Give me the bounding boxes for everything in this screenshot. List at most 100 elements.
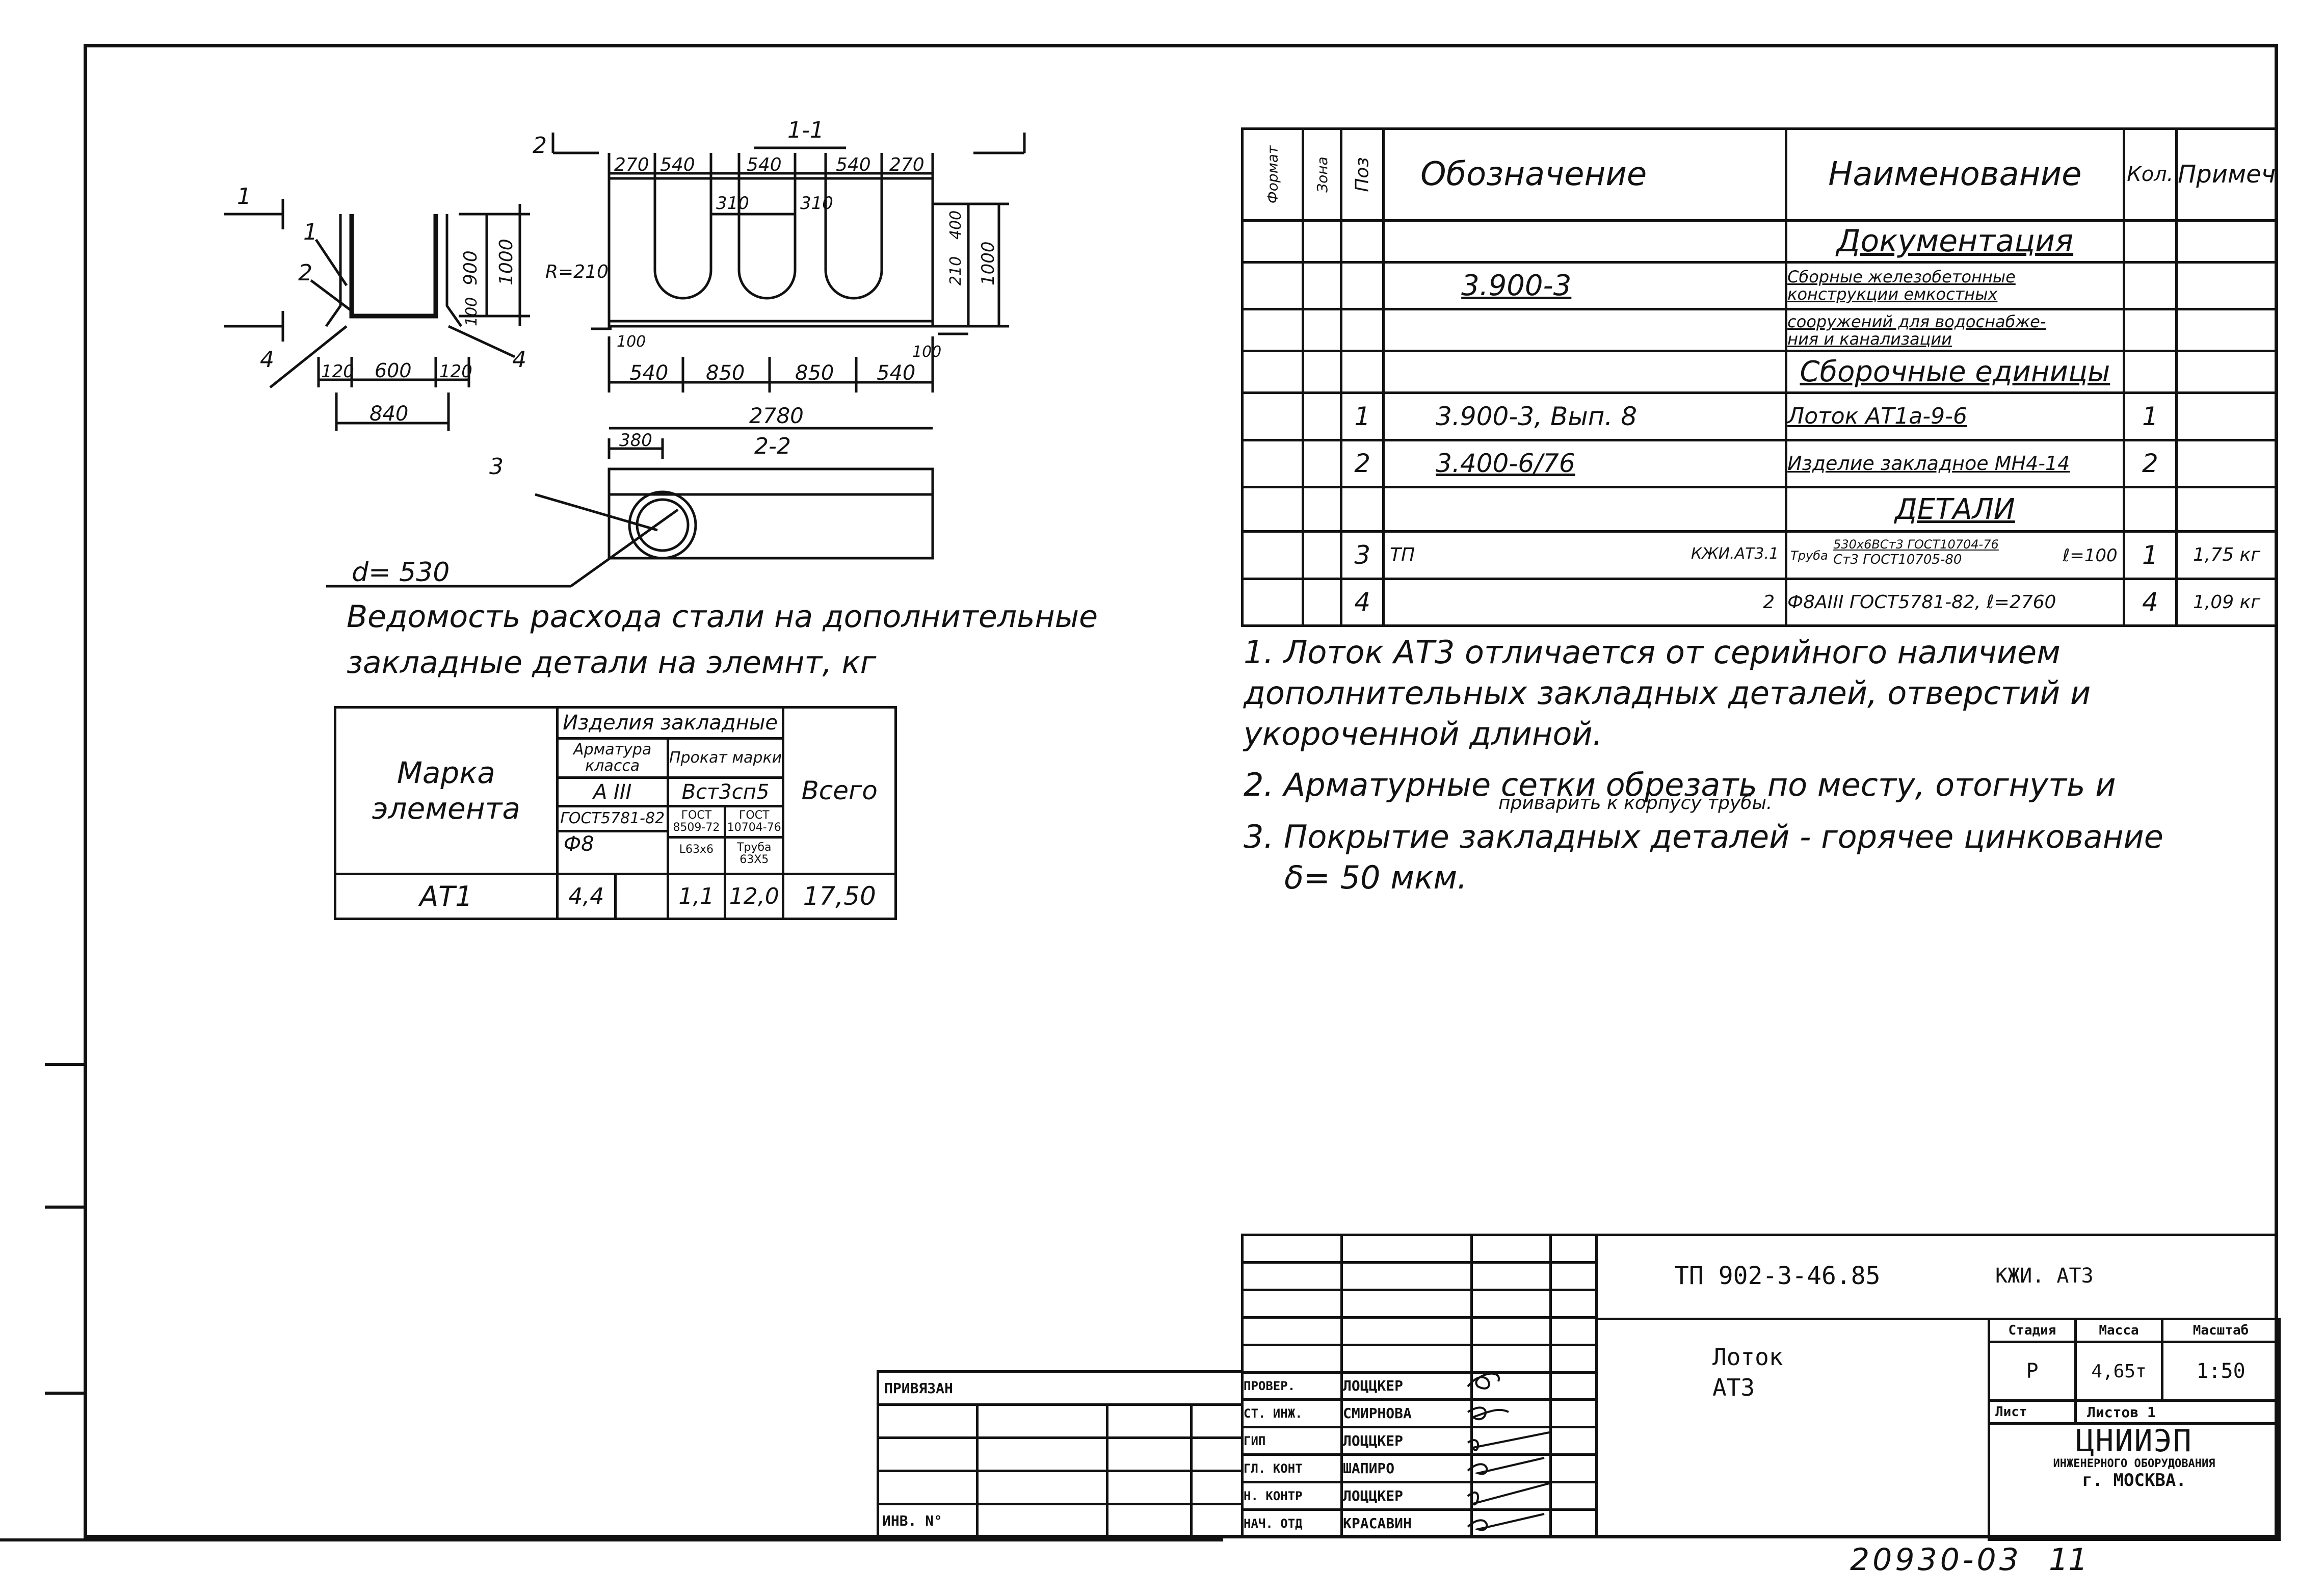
- detail-qty: 4: [2122, 577, 2178, 627]
- section-details: ДЕТАЛИ: [1785, 485, 2125, 533]
- diam-value: Ф8: [563, 832, 594, 856]
- dim-120a: 120: [321, 361, 354, 382]
- dim-bottom-540b: 540: [877, 361, 915, 385]
- margin-mark: [45, 1206, 84, 1209]
- group-header: Изделия закладные: [556, 706, 785, 740]
- bottom-edge-line: [0, 1538, 1223, 1541]
- pos-2-label: 2: [298, 260, 312, 286]
- scale-header: Масштаб: [2161, 1318, 2281, 1343]
- signatures: [1467, 1372, 1550, 1531]
- gost-armatura: ГОСТ5781-82: [558, 807, 667, 833]
- detail-name-main: Труба: [1790, 548, 1828, 563]
- detail-pos: 3: [1340, 530, 1385, 580]
- notes: 1. Лоток АТ3 отличается от серийного нал…: [1244, 632, 2163, 898]
- cut-mark-2: 2: [533, 133, 547, 159]
- steel-table-title-line2: закладные детали на элемнт, кг: [347, 645, 877, 681]
- role-checker: ПРОВЕР.: [1241, 1371, 1343, 1401]
- dim-bottom-850b: 850: [795, 361, 834, 385]
- note-2-line1: 2. Арматурные сетки обрезать по месту, о…: [1244, 766, 2116, 803]
- role-chief-control: ГЛ. КОНТ: [1241, 1453, 1343, 1484]
- note-1-line1: 1. Лоток АТ3 отличается от серийного нал…: [1244, 634, 2061, 671]
- row-value-2: [614, 872, 669, 921]
- pos-4-left: 4: [260, 347, 274, 373]
- docs-name-line3: сооружений для водоснабже-: [1787, 311, 2046, 331]
- detail-designation-right: 2: [1382, 577, 1788, 627]
- note-1-line2: дополнительных закладных деталей, отверс…: [1244, 674, 2091, 712]
- detail-designation-right: КЖИ.АТ3.1: [1691, 545, 1779, 563]
- archive-number: 20930-03: [1850, 1542, 2022, 1578]
- note-3-line2: δ= 50 мкм.: [1284, 859, 1467, 896]
- dim-top-540a: 540: [660, 154, 695, 175]
- detail-name: Ф8АIII ГОСТ5781-82, ℓ=2760: [1785, 577, 2125, 627]
- dim-100-left: 100: [617, 333, 646, 351]
- detail-name-top: 530х6ВСт3 ГОСТ10704-76: [1833, 537, 1999, 552]
- row-value-3: 1,1: [666, 872, 727, 921]
- detail-row: 4 2 Ф8АIII ГОСТ5781-82, ℓ=2760 4 1,09 кг: [1241, 577, 2278, 627]
- diameter-label: d= 530: [352, 557, 450, 588]
- dim-380: 380: [619, 430, 652, 451]
- docs-name-line2: конструкции емкостных: [1787, 284, 1998, 304]
- binding-block: ПРИВЯЗАН ИНВ. N°: [877, 1370, 1244, 1538]
- role-gip: ГИП: [1241, 1426, 1343, 1456]
- dim-2780: 2780: [749, 403, 804, 428]
- dim-840: 840: [369, 402, 408, 426]
- section-2-2-label: 2-2: [754, 433, 791, 459]
- main-title-block: ТП 902-3-46.85 КЖИ. АТ3 Лоток АТ3 Стадия…: [1595, 1234, 2281, 1541]
- row-note: [2175, 438, 2278, 488]
- mark-header: Марка элемента: [334, 706, 559, 875]
- dim-100: 100: [463, 297, 481, 326]
- header-designation: Обозначение: [1382, 127, 1788, 222]
- mass-value: 4,65т: [2074, 1341, 2163, 1402]
- dim-top-270b: 270: [889, 154, 925, 175]
- section-documents: Документация: [1785, 219, 2125, 264]
- role-senior-engineer: СТ. ИНЖ.: [1241, 1398, 1343, 1429]
- stage-header: Стадия: [1988, 1318, 2077, 1343]
- specification-table: Формат Зона Поз Обозначение Наименование…: [1241, 127, 2278, 627]
- doc-suffix: КЖИ. АТ3: [1995, 1264, 2094, 1288]
- pipe-value: Труба 63Х5: [737, 841, 772, 867]
- header-pos: Поз: [1340, 127, 1385, 222]
- section-1-1-label: 1-1: [787, 117, 824, 143]
- detail-length: ℓ=100: [2063, 545, 2118, 566]
- stage-value: Р: [1988, 1341, 2077, 1402]
- spec-row: 2 3.400-6/76 Изделие закладное МН4-14 2: [1241, 438, 2278, 488]
- row-pos: 2: [1340, 438, 1385, 488]
- inv-label: ИНВ. N°: [877, 1503, 979, 1538]
- name-gip: ЛОЦЦКЕР: [1340, 1426, 1473, 1456]
- section-assemblies: Сборочные единицы: [1785, 350, 2125, 395]
- org-line2: ИНЖЕНЕРНОГО ОБОРУДОВАНИЯ: [2053, 1457, 2215, 1470]
- note-3-line1: 3. Покрытие закладных деталей - горячее …: [1244, 818, 2163, 855]
- dim-310b: 310: [800, 193, 833, 214]
- name-dept-head: КРАСАВИН: [1340, 1508, 1473, 1538]
- detail-note: 1,75 кг: [2175, 530, 2278, 580]
- steel-table-title-line1: Ведомость расхода стали на дополнительны…: [347, 599, 1098, 635]
- note-2-line2: приварить к корпусу трубы.: [1498, 793, 1773, 814]
- total-header: Всего: [782, 706, 897, 875]
- row-name: Изделие закладное МН4-14: [1785, 438, 2125, 488]
- dim-1000: 1000: [496, 239, 517, 285]
- detail-name-bottom: Ст3 ГОСТ10705-80: [1833, 552, 1962, 568]
- privyazan-label: ПРИВЯЗАН: [877, 1370, 1244, 1406]
- row-mark: АТ1: [334, 872, 559, 921]
- name-norm-control: ЛОЦЦКЕР: [1340, 1481, 1473, 1511]
- detail-row: 3 ТП КЖИ.АТ3.1 Труба 530х6ВСт3 ГОСТ10704…: [1241, 530, 2278, 580]
- dim-400: 400: [947, 211, 965, 240]
- dim-210: 210: [947, 256, 965, 285]
- radius-label: R=210: [545, 262, 609, 282]
- row-name: Лоток АТ1а-9-6: [1785, 391, 2125, 441]
- row-designation: 3.400-6/76: [1382, 438, 1788, 488]
- header-name: Наименование: [1785, 127, 2125, 222]
- mass-header: Масса: [2074, 1318, 2163, 1343]
- gost-prokat-a: ГОСТ 8509-72: [669, 807, 724, 839]
- name-checker: ЛОЦЦКЕР: [1340, 1371, 1473, 1401]
- angle-value: L63х6: [679, 843, 714, 856]
- row-total: 17,50: [782, 872, 897, 921]
- dim-top-270a: 270: [614, 154, 649, 175]
- name-chief-control: ШАПИРО: [1340, 1453, 1473, 1484]
- gost-prokat-b: ГОСТ 10704-76: [726, 807, 782, 839]
- technical-drawing: 1-1 2-2 1 2 1 2 3 4 4 900 1000 100 120 6…: [224, 117, 1026, 588]
- dim-bottom-850a: 850: [706, 361, 745, 385]
- spec-row: 1 3.900-3, Вып. 8 Лоток АТ1а-9-6 1: [1241, 391, 2278, 441]
- cut-mark-1: 1: [237, 184, 251, 210]
- dim-310a: 310: [716, 193, 749, 214]
